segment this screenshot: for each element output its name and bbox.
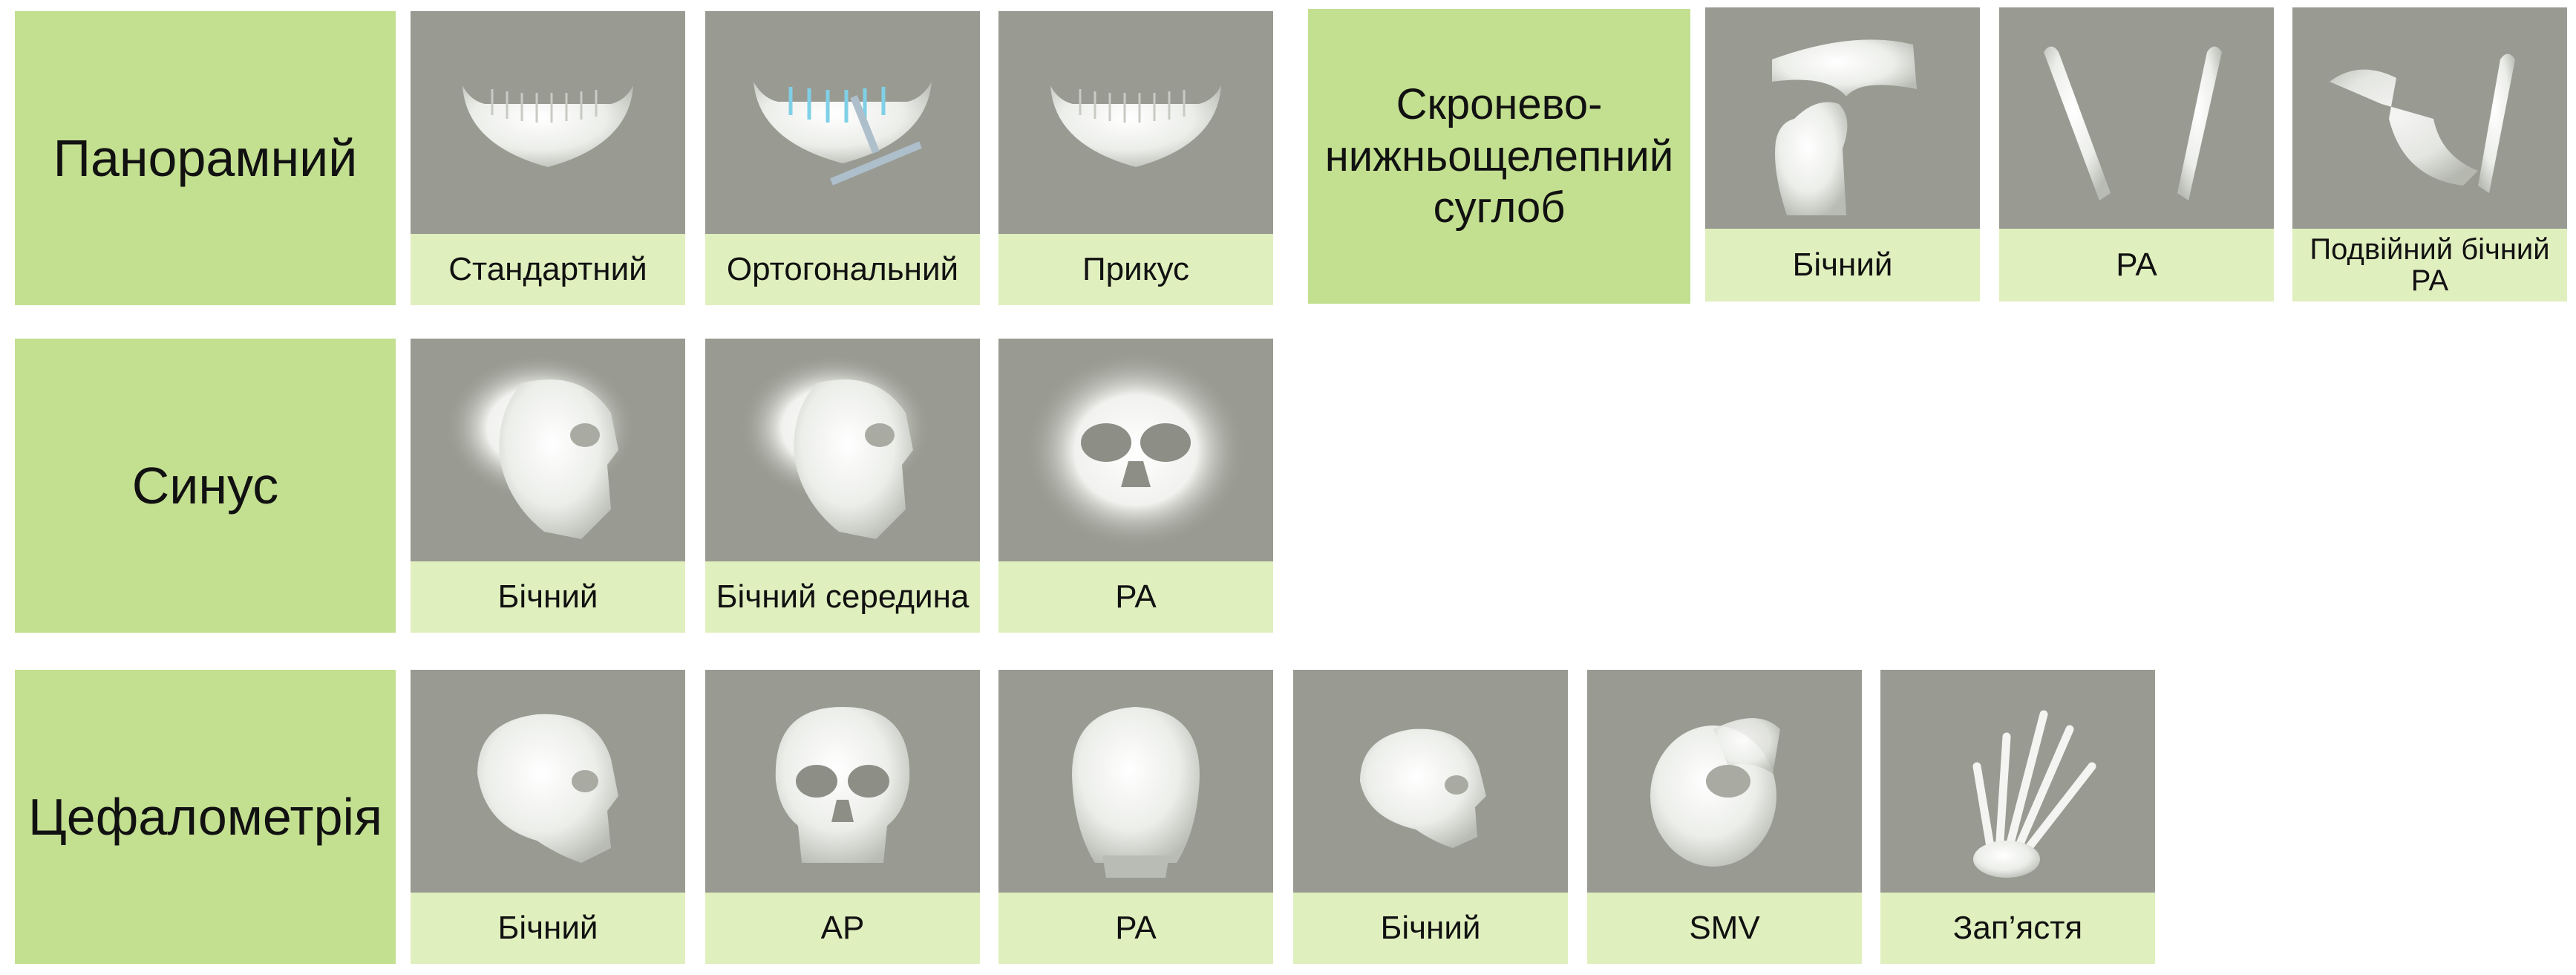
tile-label: PA [1999, 229, 2274, 301]
category-tmj-label: Скронево-нижньощелепний суглоб [1324, 80, 1674, 232]
tile-label: SMV [1587, 893, 1862, 964]
tile-panoramic-orthogonal[interactable]: Ортогональний [705, 11, 980, 305]
category-ceph: Цефалометрія [15, 670, 396, 964]
skull-lateral-small-icon [1293, 670, 1568, 893]
tile-tmj-lateral[interactable]: Бічний [1705, 7, 1980, 301]
skull-ap-icon [705, 670, 980, 893]
skull-lateral-icon [411, 670, 685, 893]
category-tmj: Скронево-нижньощелепний суглоб [1308, 9, 1690, 304]
tmj-pa-icon [1999, 7, 2274, 229]
tile-tmj-pa[interactable]: PA [1999, 7, 2274, 301]
tile-sinus-lateral[interactable]: Бічний [411, 339, 685, 633]
category-ceph-label: Цефалометрія [28, 788, 382, 846]
tile-label: AP [705, 893, 980, 964]
tile-label: Бічний [411, 893, 685, 964]
tile-label: PA [998, 893, 1273, 964]
skull-pa-back-icon [998, 670, 1273, 893]
tile-label: Прикус [998, 234, 1273, 305]
tile-panoramic-bite[interactable]: Прикус [998, 11, 1273, 305]
skull-lateral-icon [411, 339, 685, 561]
tmj-double-lateral-pa-icon [2292, 7, 2567, 229]
category-sinus: Синус [15, 339, 396, 633]
tile-ceph-smv[interactable]: SMV [1587, 670, 1862, 964]
tile-label: PA [998, 561, 1273, 633]
tile-ceph-lateral[interactable]: Бічний [411, 670, 685, 964]
tile-ceph-wrist[interactable]: Зап’ястя [1880, 670, 2155, 964]
skull-lateral-mid-icon [705, 339, 980, 561]
tile-label: Бічний [1705, 229, 1980, 301]
jaw-orthogonal-icon [705, 11, 980, 234]
category-sinus-label: Синус [131, 457, 279, 515]
category-panoramic: Панорамний [15, 11, 396, 305]
jaw-icon [411, 11, 685, 234]
tile-label: Ортогональний [705, 234, 980, 305]
tile-ceph-lateral-2[interactable]: Бічний [1293, 670, 1568, 964]
tile-label: Зап’ястя [1880, 893, 2155, 964]
tile-ceph-pa[interactable]: PA [998, 670, 1273, 964]
jaw-bite-icon [998, 11, 1273, 234]
tile-label: Бічний [411, 561, 685, 633]
tile-ceph-ap[interactable]: AP [705, 670, 980, 964]
tile-label: Бічний [1293, 893, 1568, 964]
tile-tmj-double-lateral-pa[interactable]: Подвійний бічний PA [2292, 7, 2567, 301]
category-panoramic-label: Панорамний [53, 129, 358, 187]
tmj-lateral-icon [1705, 7, 1980, 229]
tile-sinus-pa[interactable]: PA [998, 339, 1273, 633]
tile-label: Стандартний [411, 234, 685, 305]
tile-panoramic-standard[interactable]: Стандартний [411, 11, 685, 305]
skull-pa-icon [998, 339, 1273, 561]
tile-sinus-lateral-mid[interactable]: Бічний середина [705, 339, 980, 633]
tile-label: Подвійний бічний PA [2292, 229, 2567, 301]
hand-wrist-icon [1880, 670, 2155, 893]
tile-label: Бічний середина [705, 561, 980, 633]
skull-smv-icon [1587, 670, 1862, 893]
